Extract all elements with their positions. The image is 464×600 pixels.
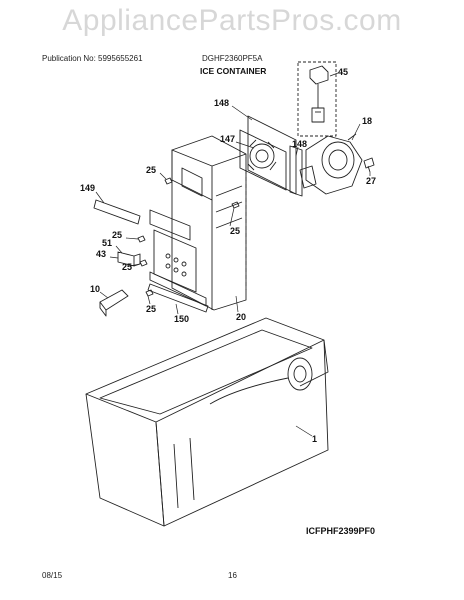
diagram-code: ICFPHF2399PF0 — [306, 526, 376, 536]
callout-149: 149 — [80, 183, 95, 193]
part-148-seal — [289, 145, 303, 197]
footer-date: 08/15 — [42, 571, 63, 580]
callout-25-d: 25 — [122, 262, 132, 272]
callout-148-a: 148 — [214, 98, 229, 108]
callout-25-b: 25 — [230, 226, 240, 236]
callout-27: 27 — [366, 176, 376, 186]
leader-lines — [95, 72, 371, 437]
part-43-switch — [117, 251, 141, 267]
callout-45: 45 — [338, 67, 348, 77]
part-10-cap — [99, 289, 129, 317]
callout-10: 10 — [90, 284, 100, 294]
part-147-bracket — [239, 115, 297, 195]
watermark: AppliancePartsPros.com — [62, 4, 402, 37]
footer-page: 16 — [228, 571, 237, 580]
part-150-strip — [147, 283, 209, 313]
screw-25-set — [137, 177, 240, 297]
callout-1: 1 — [312, 434, 317, 444]
callout-43: 43 — [96, 249, 106, 259]
callout-25-c: 25 — [112, 230, 122, 240]
publication-number: Publication No: 5995655261 — [42, 54, 143, 63]
callout-150: 150 — [174, 314, 189, 324]
callout-25-a: 25 — [146, 165, 156, 175]
section-title: ICE CONTAINER — [200, 66, 267, 76]
part-27-screw — [363, 157, 375, 173]
part-20-housing — [149, 135, 247, 311]
model-number: DGHF2360PF5A — [202, 54, 263, 63]
callout-20: 20 — [236, 312, 246, 322]
callout-147: 147 — [220, 134, 235, 144]
callout-51: 51 — [102, 238, 112, 248]
part-45-switch — [297, 61, 337, 137]
callout-25-e: 25 — [146, 304, 156, 314]
callout-148-b: 148 — [292, 139, 307, 149]
callout-18: 18 — [362, 116, 372, 126]
callout-labels: 45 148 147 148 18 25 27 149 25 25 51 43 … — [80, 67, 376, 444]
part-18-motor — [299, 133, 363, 195]
part-149-strip — [93, 199, 141, 225]
part-1-ice-container — [85, 317, 329, 527]
